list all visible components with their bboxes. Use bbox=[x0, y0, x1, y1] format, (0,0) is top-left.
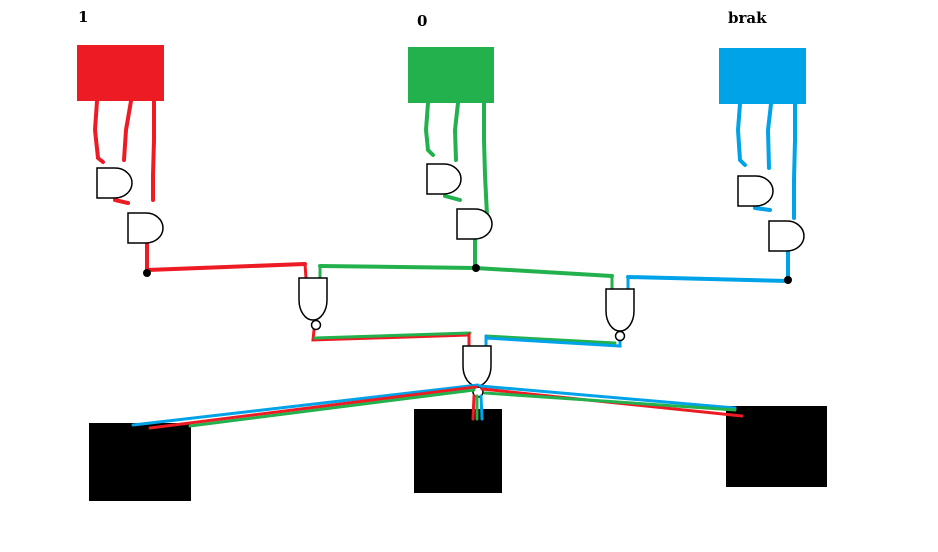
input-label-green: 0 bbox=[417, 12, 428, 30]
red-junction-dot bbox=[143, 269, 151, 277]
left-middle-nand-gate bbox=[298, 277, 328, 331]
left-output-block bbox=[89, 423, 191, 501]
green-input-block bbox=[408, 47, 494, 103]
green-and-gate-2 bbox=[456, 208, 493, 240]
middle-output-block bbox=[414, 409, 502, 493]
red-input-block bbox=[77, 45, 164, 101]
green-input-wires bbox=[318, 101, 614, 278]
red-and-gate-2 bbox=[127, 212, 164, 244]
blue-junction-dot bbox=[784, 276, 792, 284]
right-middle-nand-gate bbox=[605, 288, 635, 342]
green-junction-dot bbox=[472, 264, 480, 272]
input-label-red: 1 bbox=[78, 8, 89, 26]
output-wires bbox=[131, 383, 744, 430]
input-label-blue: brak bbox=[728, 9, 767, 27]
right-output-block bbox=[726, 406, 827, 487]
blue-input-block bbox=[719, 48, 806, 104]
blue-and-gate-2 bbox=[768, 220, 805, 252]
blue-and-gate-1 bbox=[737, 175, 774, 207]
green-and-gate-1 bbox=[426, 163, 462, 195]
red-and-gate-1 bbox=[96, 167, 133, 199]
blue-input-wires bbox=[626, 102, 797, 283]
middle-tier-wires bbox=[303, 262, 630, 350]
